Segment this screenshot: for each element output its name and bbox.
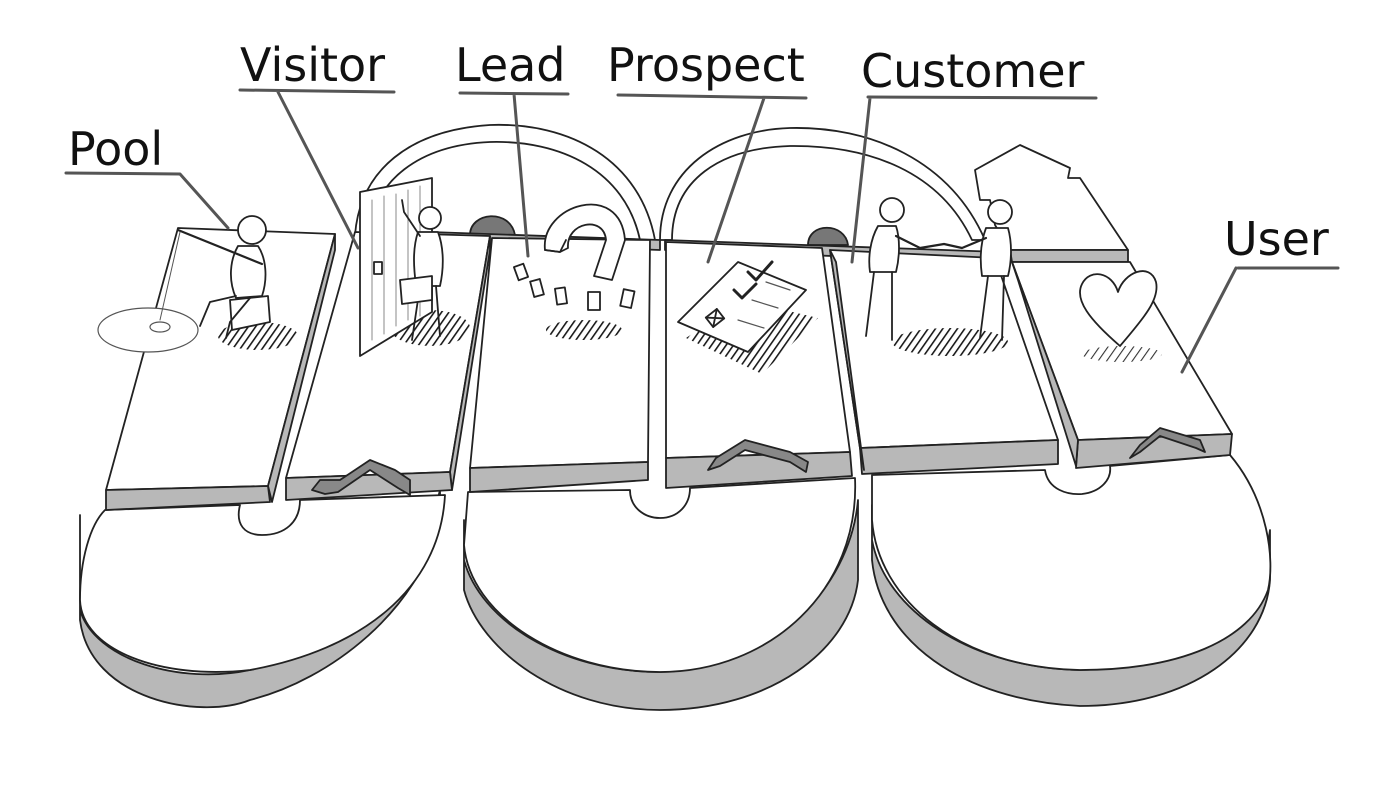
lead-scene xyxy=(513,203,636,340)
tunnel-arch-1 xyxy=(469,215,516,236)
fishing-line xyxy=(159,231,181,321)
tunnel-arch-2 xyxy=(807,226,849,246)
check-mark-1 xyxy=(746,260,774,282)
prospect-scene xyxy=(677,260,818,374)
pool-scene xyxy=(97,215,298,353)
lead-card-3 xyxy=(554,286,568,306)
label-leader-lines xyxy=(64,88,1340,374)
visitor-body xyxy=(413,231,444,287)
loop-top-right xyxy=(871,454,1272,671)
handshake xyxy=(894,234,988,250)
panel-pool xyxy=(105,227,336,511)
user-shadow xyxy=(1082,346,1162,362)
stage-label-user: User xyxy=(1224,212,1329,266)
leader-user xyxy=(1180,266,1340,374)
loop-top-left xyxy=(79,494,446,673)
leader-lead xyxy=(458,91,570,258)
leader-pool xyxy=(64,171,230,230)
upper-arch-right xyxy=(659,127,986,241)
stage-label-visitor: Visitor xyxy=(240,38,386,92)
loop-top-middle xyxy=(463,477,856,673)
user-scene xyxy=(1079,270,1162,362)
leader-customer xyxy=(850,95,1098,264)
stage-label-lead: Lead xyxy=(455,38,566,92)
visitor-scene xyxy=(359,177,470,357)
stage-label-pool: Pool xyxy=(68,122,164,176)
buyer-body xyxy=(979,227,1012,277)
seller-head xyxy=(879,197,905,223)
pool-shadow xyxy=(218,322,298,350)
upper-house-block xyxy=(974,144,1129,263)
panel-lead xyxy=(469,237,651,493)
knocking-arm xyxy=(401,199,421,237)
lead-shadow xyxy=(546,320,622,340)
fisher-head xyxy=(237,215,267,245)
fisher-body xyxy=(230,245,267,299)
customer-shadow xyxy=(892,328,1008,356)
panel-visitor xyxy=(285,231,491,501)
lead-card-5 xyxy=(619,288,636,309)
door-handle xyxy=(373,261,383,275)
customer-scene xyxy=(865,197,1013,356)
lead-card-1 xyxy=(513,262,529,282)
lead-card-4 xyxy=(587,291,601,311)
magnet xyxy=(544,203,626,281)
heart-icon xyxy=(1079,270,1158,347)
fish-pond xyxy=(97,307,199,353)
leader-visitor xyxy=(238,88,396,250)
stage-label-prospect: Prospect xyxy=(607,38,805,92)
lead-card-2 xyxy=(529,278,545,298)
buyer-head xyxy=(987,199,1013,225)
check-mark-2 xyxy=(732,282,758,300)
fishing-rod xyxy=(176,228,264,266)
visitor-head xyxy=(418,206,442,230)
seller-body xyxy=(868,225,900,273)
stage-label-customer: Customer xyxy=(861,44,1085,98)
leader-prospect xyxy=(616,93,808,264)
visitor-bag xyxy=(399,275,433,305)
